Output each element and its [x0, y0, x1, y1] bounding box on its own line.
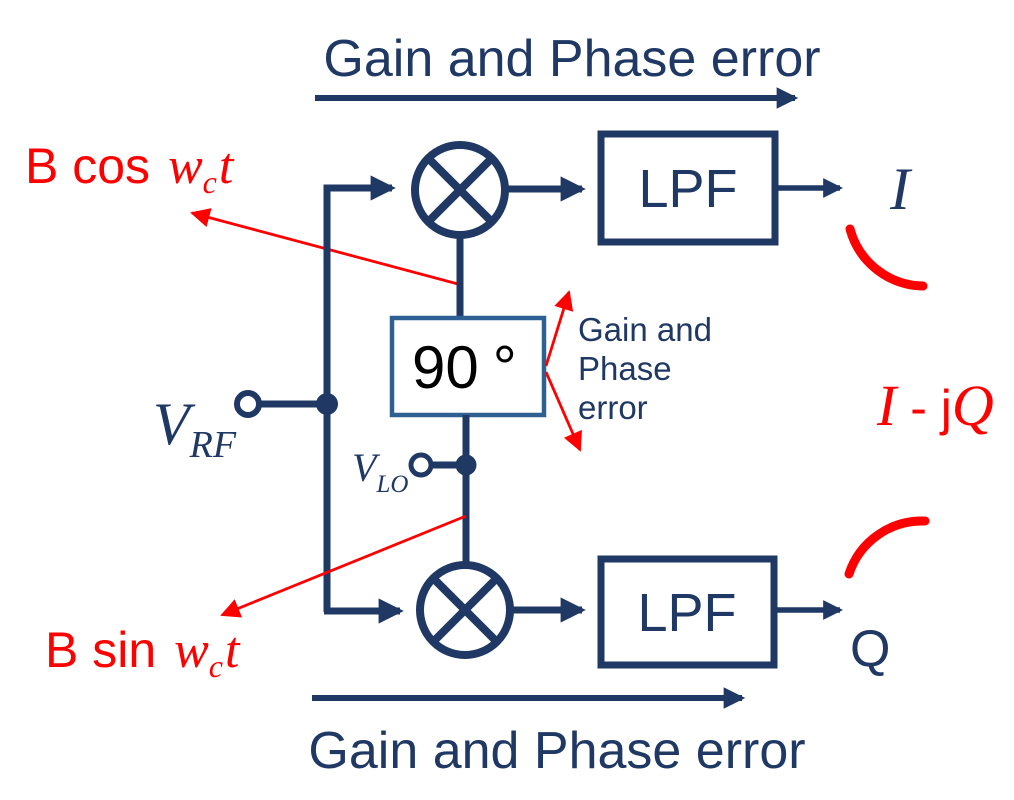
complex-q: Q: [952, 373, 994, 438]
phase-error-arrow-down: [544, 371, 582, 452]
sin-omega: w: [174, 622, 209, 679]
phase-error-arrow-up: [544, 290, 574, 367]
lo-port-label: VLO: [352, 445, 408, 498]
lo-symbol: V: [352, 445, 381, 490]
lo-terminal-circle: [408, 452, 434, 478]
rf-port-label: VRF: [153, 391, 237, 466]
cos-prefix: B cos: [25, 138, 164, 194]
complex-output-label: I - jQ: [876, 373, 994, 438]
top-mixer: [411, 141, 509, 239]
phase-note-line1: Gain and: [578, 311, 712, 348]
sin-prefix: B sin: [45, 622, 170, 678]
top-title: Gain and Phase error: [323, 30, 820, 88]
sin-omega-sub: c: [209, 648, 223, 684]
q-red-arc-annotation: [844, 516, 930, 579]
phase-shifter-label: 90°: [412, 334, 517, 401]
i-output-label: I: [889, 156, 913, 222]
degree-symbol: °: [493, 334, 517, 401]
phase-shifter-box: [389, 315, 547, 418]
complex-j: j: [939, 380, 952, 436]
cos-time: t: [219, 138, 235, 195]
bottom-title: Gain and Phase error: [308, 722, 805, 780]
sin-pointer-arrow: [220, 514, 467, 618]
phase-note-line2: Phase: [578, 350, 672, 387]
phase-value: 90: [412, 334, 479, 401]
phase-note-line3: error: [578, 389, 648, 426]
sin-time: t: [225, 622, 241, 679]
rf-wire-to-top-mixer: [323, 175, 396, 612]
phase-error-note: Gain and Phase error: [578, 311, 712, 426]
top-mixer-cross-2: [425, 155, 495, 225]
bottom-mixer-cross-2: [430, 575, 500, 645]
bottom-lpf-box: [597, 555, 778, 669]
i-red-arc-annotation: [845, 224, 928, 291]
top-lpf-box: [597, 130, 779, 246]
bottom-lpf-label: LPF: [637, 583, 736, 643]
lo-junction-dot: [455, 454, 477, 476]
complex-i: I: [876, 373, 899, 438]
input-label-cos: B cos wct: [25, 138, 235, 200]
rf-symbol: V: [153, 391, 196, 457]
cos-omega: w: [168, 138, 203, 195]
lo-subscript: LO: [375, 471, 408, 498]
q-output-label: Q: [850, 620, 890, 678]
complex-minus: -: [896, 380, 940, 436]
cos-omega-sub: c: [203, 164, 217, 200]
bottom-mixer: [416, 561, 514, 659]
input-label-sin: B sin wct: [45, 622, 241, 684]
rf-terminal-circle: [234, 390, 262, 418]
top-lpf-label: LPF: [638, 159, 737, 219]
rf-subscript: RF: [189, 424, 237, 466]
